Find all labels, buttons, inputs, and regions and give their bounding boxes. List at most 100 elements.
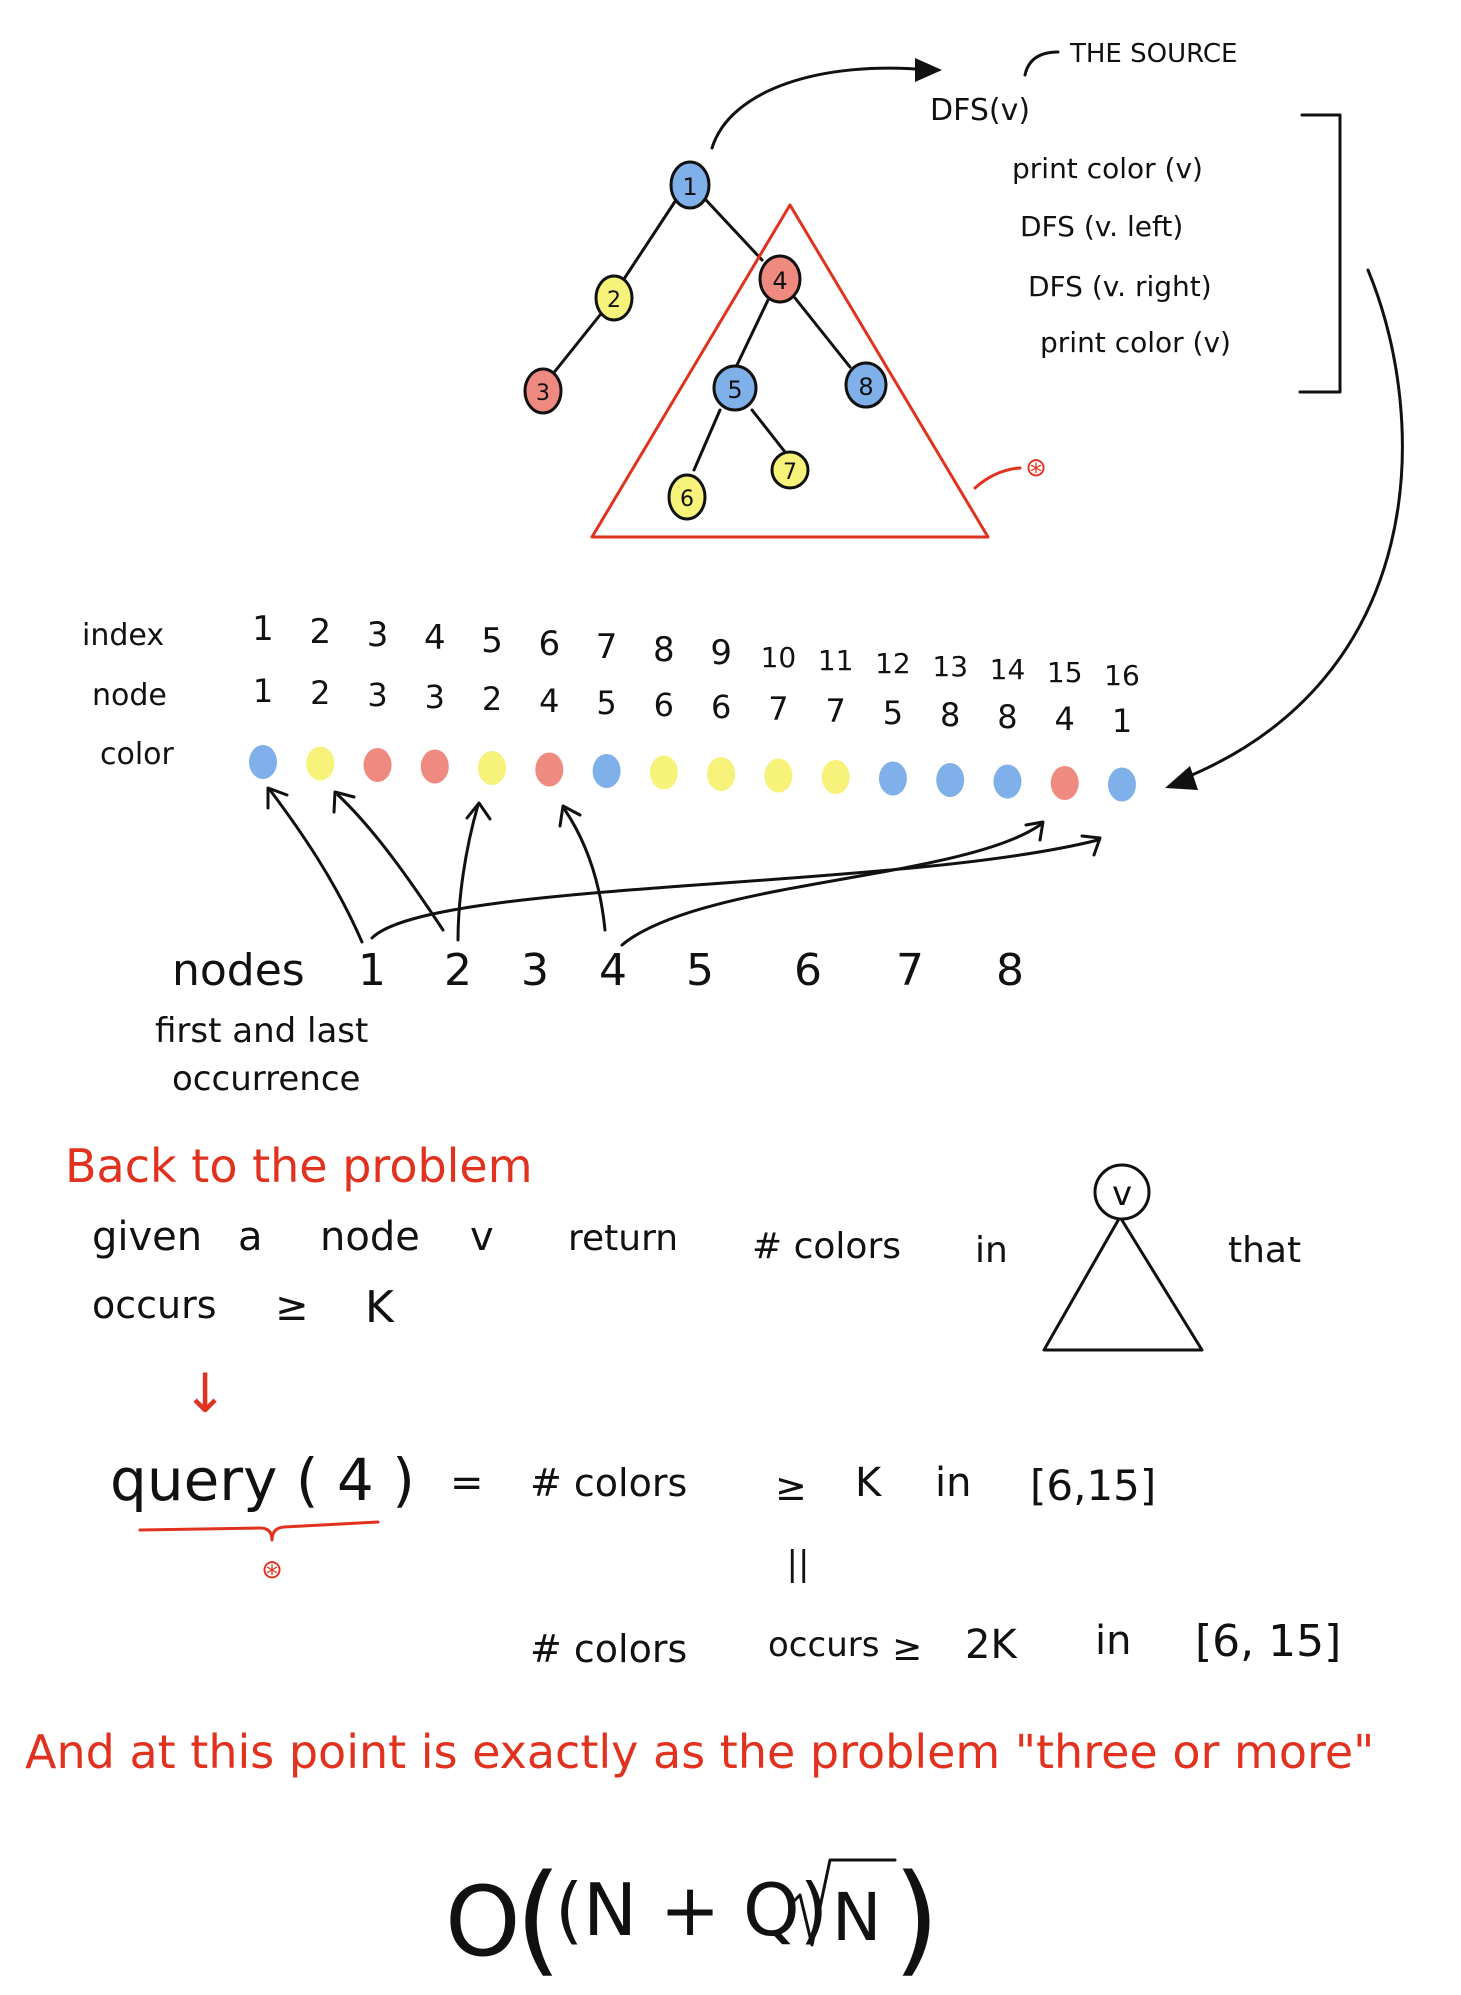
- occurrence-node: 4: [599, 945, 627, 996]
- occurrence-node: 7: [896, 945, 924, 996]
- edge-2-3: [550, 313, 602, 377]
- query2-2k: 2K: [965, 1622, 1018, 1668]
- query-underline-brace: [138, 1520, 380, 1542]
- color-dot: [821, 760, 850, 794]
- query-rhs-in: in: [935, 1460, 971, 1506]
- query-mark: ⊛: [261, 1555, 283, 1585]
- arrow-2-first-head: [332, 790, 356, 814]
- node-cell: 7: [825, 692, 845, 730]
- edge-5-7: [750, 408, 787, 454]
- occurrence-node: 1: [358, 945, 386, 996]
- code-line-2: DFS (v. left): [1020, 210, 1183, 243]
- node-4-circle: [758, 254, 802, 304]
- index-cell: 12: [875, 647, 911, 680]
- complexity-formula: O ( (N + Q) N ): [445, 1850, 940, 1989]
- subtree-pointer: [973, 466, 1022, 490]
- node-5-circle: [712, 364, 758, 412]
- color-dot: [764, 758, 793, 793]
- arrow-1-last-head: [1080, 834, 1102, 857]
- problem-triangle-label: v: [1112, 1174, 1132, 1214]
- edge-5-6: [692, 408, 722, 472]
- occurrence-caption-1: first and last: [155, 1011, 368, 1051]
- row-label-index: index: [82, 618, 164, 653]
- node-cell: 8: [940, 696, 960, 734]
- index-cell: 7: [596, 627, 618, 667]
- problem-word-return: return: [568, 1218, 678, 1259]
- node-6-label: 6: [680, 487, 694, 512]
- index-cell: 4: [424, 618, 446, 658]
- tree-diagram: ⊛ 1 2 3 4 5 8 6: [523, 160, 1047, 539]
- color-dot: [1108, 767, 1136, 802]
- code-line-1: print color (v): [1012, 152, 1203, 185]
- tree-node-3: 3: [523, 367, 563, 415]
- source-note: THE SOURCE: [1069, 39, 1237, 69]
- problem-word-k: K: [365, 1282, 395, 1333]
- index-cell: 13: [932, 650, 968, 683]
- edge-4-8: [793, 296, 852, 369]
- node-cell: 4: [1055, 700, 1075, 738]
- subtree-mark: ⊛: [1025, 453, 1047, 483]
- node-3-label: 3: [536, 381, 550, 406]
- color-dot: [478, 751, 507, 785]
- color-dot: [936, 763, 965, 797]
- node-2-circle: [594, 274, 634, 322]
- source-note-hook: [1023, 50, 1060, 77]
- index-cell: 9: [710, 633, 732, 673]
- arrow-1-first: [268, 788, 364, 944]
- problem-triangle-node: [1093, 1163, 1151, 1221]
- arrow-1-last: [370, 838, 1100, 940]
- subtree-triangle: [590, 203, 990, 539]
- color-dot: [535, 752, 564, 787]
- root-to-dfs-arrowhead: [915, 58, 942, 82]
- occurrence-node: 8: [996, 945, 1024, 996]
- problem-word-node: node: [320, 1214, 420, 1260]
- node-cell: 6: [654, 686, 674, 724]
- node-1-label: 1: [682, 173, 697, 201]
- query-eq: =: [450, 1460, 484, 1506]
- query2-geq: ≥: [892, 1628, 922, 1669]
- row-label-color: color: [100, 737, 175, 772]
- tree-node-4: 4: [758, 254, 802, 304]
- index-cell: 10: [761, 641, 797, 674]
- color-dot: [993, 764, 1022, 799]
- conclusion-text: And at this point is exactly as the prob…: [25, 1725, 1374, 1779]
- node-cell: 6: [711, 688, 731, 726]
- arrow-2-last-head: [465, 801, 492, 821]
- query-equiv: ||: [787, 1544, 810, 1584]
- index-cell: 15: [1047, 656, 1083, 689]
- index-cell: 3: [367, 615, 389, 655]
- dfs-pseudocode: THE SOURCE DFS(v) print color (v) DFS (v…: [930, 39, 1342, 394]
- code-to-array-arrow: [1178, 268, 1404, 782]
- problem-word-colors: # colors: [752, 1226, 901, 1267]
- node-7-label: 7: [783, 460, 797, 485]
- problem-down-arrow: ↓: [182, 1362, 227, 1425]
- problem-section: Back to the problem given a node v retur…: [65, 1139, 1301, 1425]
- code-line-3: DFS (v. right): [1028, 270, 1212, 303]
- query-rhs-geq: ≥: [775, 1465, 807, 1509]
- node-cell: 3: [367, 676, 387, 714]
- tree-node-2: 2: [594, 274, 634, 322]
- problem-word-a: a: [238, 1214, 263, 1260]
- row-label-node: node: [92, 678, 167, 713]
- node-cell: 2: [310, 674, 330, 712]
- node-7-circle: [770, 450, 810, 490]
- index-cell: 11: [818, 644, 854, 677]
- node-cell: 3: [425, 678, 445, 716]
- problem-word-that: that: [1228, 1230, 1301, 1271]
- problem-triangle: [1042, 1215, 1204, 1352]
- node-cell: 5: [596, 684, 616, 722]
- dfs-header: DFS(v): [930, 93, 1030, 128]
- node-cell: 2: [482, 680, 502, 718]
- node-8-label: 8: [858, 373, 873, 401]
- color-dot: [1050, 766, 1079, 800]
- color-dot: [249, 745, 277, 779]
- code-line-4: print color (v): [1040, 326, 1231, 359]
- problem-word-geq: ≥: [275, 1284, 309, 1330]
- query-rhs-colors: # colors: [530, 1461, 687, 1505]
- color-dot: [707, 757, 736, 791]
- arrow-4-last-head: [1024, 820, 1045, 842]
- occurrence-node: 2: [444, 945, 472, 996]
- index-cell: 8: [653, 630, 675, 670]
